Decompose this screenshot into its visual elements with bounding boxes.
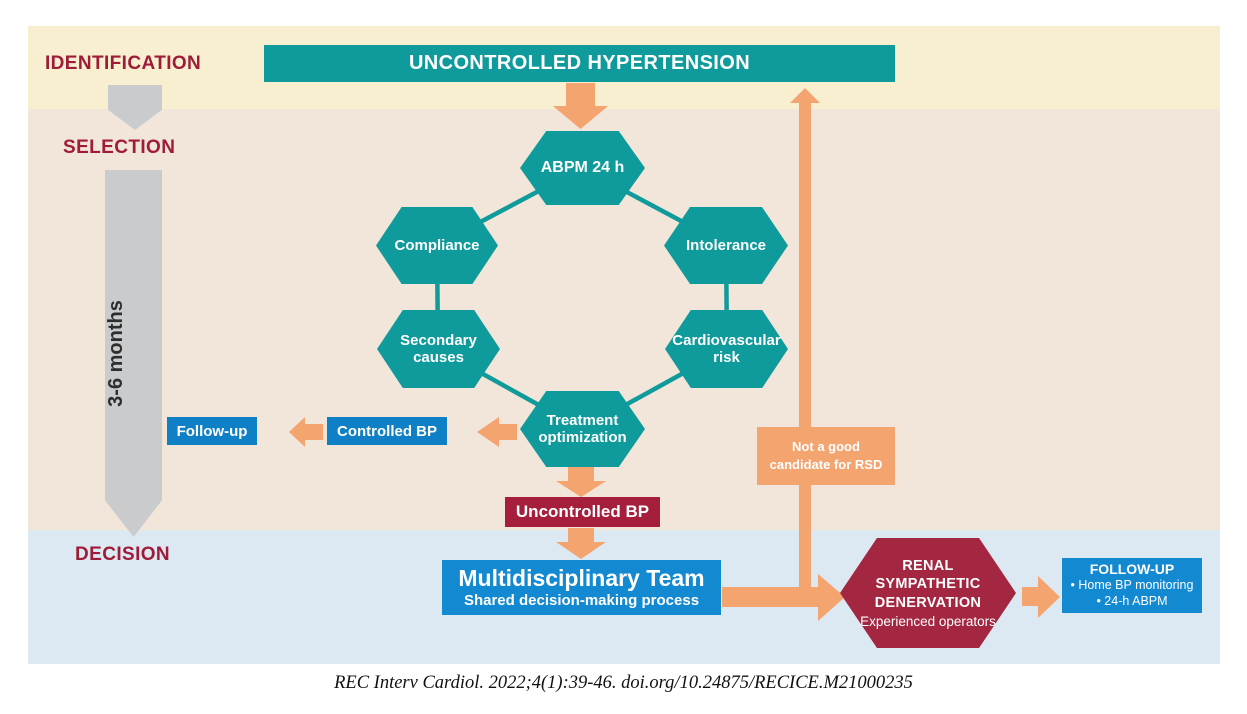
final-followup-box: FOLLOW-UP • Home BP monitoring • 24-h AB… (1062, 558, 1202, 613)
hexagon-compliance: Compliance (376, 207, 498, 284)
arrow-treatment-to-uncontrolled-icon (556, 467, 606, 497)
hexagon-intolerance: Intolerance (664, 207, 788, 284)
final-followup-title: FOLLOW-UP (1089, 561, 1175, 578)
arrow-rsd-to-followup-icon (1022, 576, 1060, 618)
timeline-label: 3-6 months (105, 300, 127, 407)
stage-identification-label: IDENTIFICATION (45, 53, 202, 74)
not-candidate-box: Not a good candidate for RSD (757, 427, 895, 485)
arrow-uncontrolled-to-mdt-icon (556, 528, 606, 559)
timeline-arrow-icon: 3-6 months (105, 170, 162, 537)
final-followup-item-home-bp: • Home BP monitoring (1070, 578, 1194, 593)
hexagon-secondary-causes: Secondary causes (377, 310, 500, 388)
arrow-treatment-to-controlled-icon (477, 417, 517, 447)
mdt-subtitle: Shared decision-making process (463, 592, 700, 610)
hexagon-abpm: ABPM 24 h (520, 131, 645, 205)
hexagon-cardiovascular-risk: Cardiovascular risk (665, 310, 788, 388)
rsd-line1: RENAL (902, 558, 954, 575)
orange-arrows (289, 83, 1060, 621)
controlled-bp-box: Controlled BP (327, 417, 447, 445)
final-followup-item-abpm: • 24-h ABPM (1096, 593, 1168, 608)
stage-selection-label: SELECTION (63, 137, 176, 158)
uncontrolled-bp-box: Uncontrolled BP (505, 497, 660, 527)
hexagon-treatment-optimization: Treatment optimization (520, 391, 645, 467)
followup-box: Follow-up (167, 417, 257, 445)
renal-denervation-hexagon: RENAL SYMPATHETIC DENERVATION Experience… (840, 538, 1016, 648)
arrow-bypass-up-icon (790, 88, 820, 600)
arrow-banner-to-abpm-icon (553, 83, 608, 129)
multidisciplinary-team-box: Multidisciplinary Team Shared decision-m… (442, 560, 721, 615)
hexagon-cycle-lines (434, 166, 730, 431)
citation: REC Interv Cardiol. 2022;4(1):39-46. doi… (334, 673, 913, 693)
stage-decision-label: DECISION (75, 544, 171, 565)
mdt-title: Multidisciplinary Team (458, 564, 705, 591)
rsd-line3: DENERVATION (874, 594, 982, 611)
rsd-subtitle: Experienced operators (860, 613, 996, 629)
rsd-line2: SYMPATHETIC (875, 576, 981, 593)
uncontrolled-hypertension-banner: UNCONTROLLED HYPERTENSION (264, 45, 895, 82)
arrow-controlled-to-followup-icon (289, 417, 323, 447)
arrow-mdt-to-rsd-icon (722, 574, 845, 621)
